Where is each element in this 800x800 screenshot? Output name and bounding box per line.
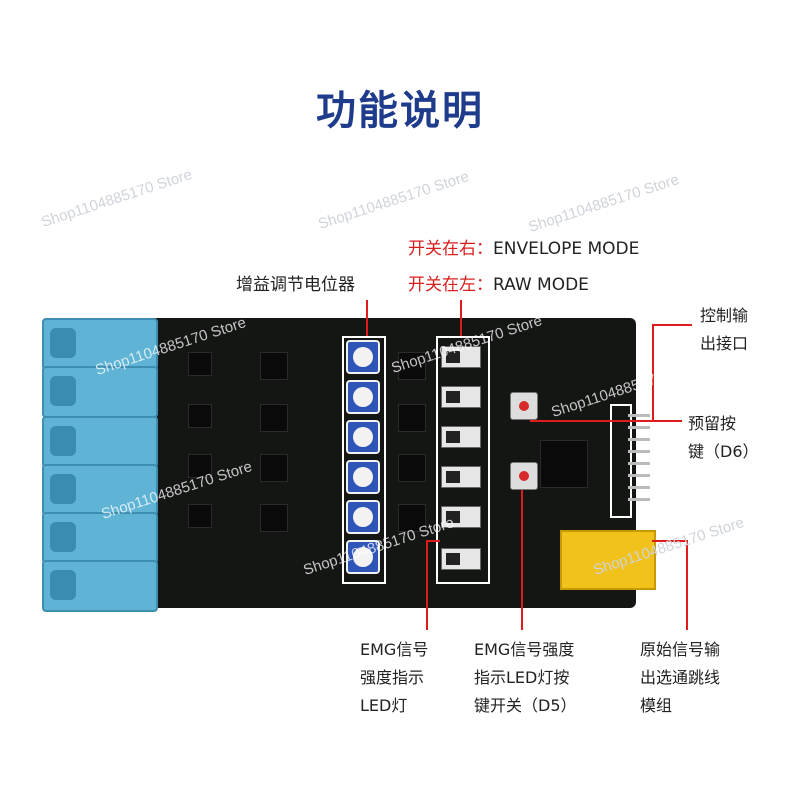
leader-line — [652, 324, 654, 422]
page-title: 功能说明 — [316, 88, 484, 134]
watermark: Shop1104885170 Store — [39, 166, 195, 231]
control-output-label: 控制输出接口 — [700, 306, 749, 353]
reserved-key-label: 预留按键（D6） — [688, 414, 759, 461]
mode-switch[interactable] — [441, 426, 481, 448]
ic-chip — [260, 504, 288, 532]
output-header — [610, 404, 632, 518]
header-pin — [628, 414, 650, 417]
gain-potentiometer[interactable] — [346, 340, 380, 374]
raw-output-connector — [560, 530, 656, 590]
ic-chip — [188, 404, 212, 428]
ic-chip — [540, 440, 588, 488]
gain-potentiometer[interactable] — [346, 380, 380, 414]
ic-chip — [260, 454, 288, 482]
watermark: Shop1104885170 Store — [526, 171, 682, 236]
audio-jack — [42, 366, 158, 418]
switch-highlight — [436, 336, 490, 584]
leader-line — [460, 300, 462, 336]
mode-switch[interactable] — [441, 346, 481, 368]
raw-output-label: 原始信号输出选通跳线模组 — [640, 640, 721, 715]
raw-mode-label: 开关在左：RAW MODE — [408, 275, 589, 295]
ic-chip — [398, 352, 426, 380]
gain-potentiometer[interactable] — [346, 500, 380, 534]
header-pin — [628, 462, 650, 465]
audio-jack — [42, 318, 158, 370]
header-pin — [628, 450, 650, 453]
gain-pot-label: 增益调节电位器 — [236, 275, 355, 295]
ic-chip — [260, 404, 288, 432]
reserved-key-button[interactable] — [510, 392, 538, 420]
ic-chip — [398, 504, 426, 532]
watermark: Shop1104885170 Store — [316, 168, 472, 233]
leader-line — [652, 324, 692, 326]
audio-jack — [42, 512, 158, 564]
ic-chip — [188, 352, 212, 376]
header-pin — [628, 498, 650, 501]
gain-potentiometer[interactable] — [346, 420, 380, 454]
header-pin — [628, 426, 650, 429]
leader-line — [530, 420, 682, 422]
mode-switch[interactable] — [441, 386, 481, 408]
ic-chip — [188, 454, 212, 478]
ic-chip — [398, 454, 426, 482]
audio-jack — [42, 416, 158, 468]
leader-line — [426, 540, 428, 630]
leader-line — [686, 540, 688, 630]
envelope-mode-label: 开关在右：ENVELOPE MODE — [408, 239, 640, 259]
header-pin — [628, 474, 650, 477]
audio-jack — [42, 560, 158, 612]
ic-chip — [260, 352, 288, 380]
leader-line — [521, 490, 523, 630]
gain-potentiometer[interactable] — [346, 540, 380, 574]
ic-chip — [398, 404, 426, 432]
mode-switch[interactable] — [441, 506, 481, 528]
header-pin — [628, 438, 650, 441]
leader-line — [426, 540, 440, 542]
mode-switch[interactable] — [441, 466, 481, 488]
mode-switch[interactable] — [441, 548, 481, 570]
leader-line — [366, 300, 368, 336]
pot-highlight — [342, 336, 386, 584]
header-pin — [628, 486, 650, 489]
ic-chip — [188, 504, 212, 528]
led-switch-button[interactable] — [510, 462, 538, 490]
leader-line — [652, 540, 688, 542]
gain-potentiometer[interactable] — [346, 460, 380, 494]
emg-switch-label: EMG信号强度指示LED灯按键开关（D5） — [474, 640, 577, 715]
